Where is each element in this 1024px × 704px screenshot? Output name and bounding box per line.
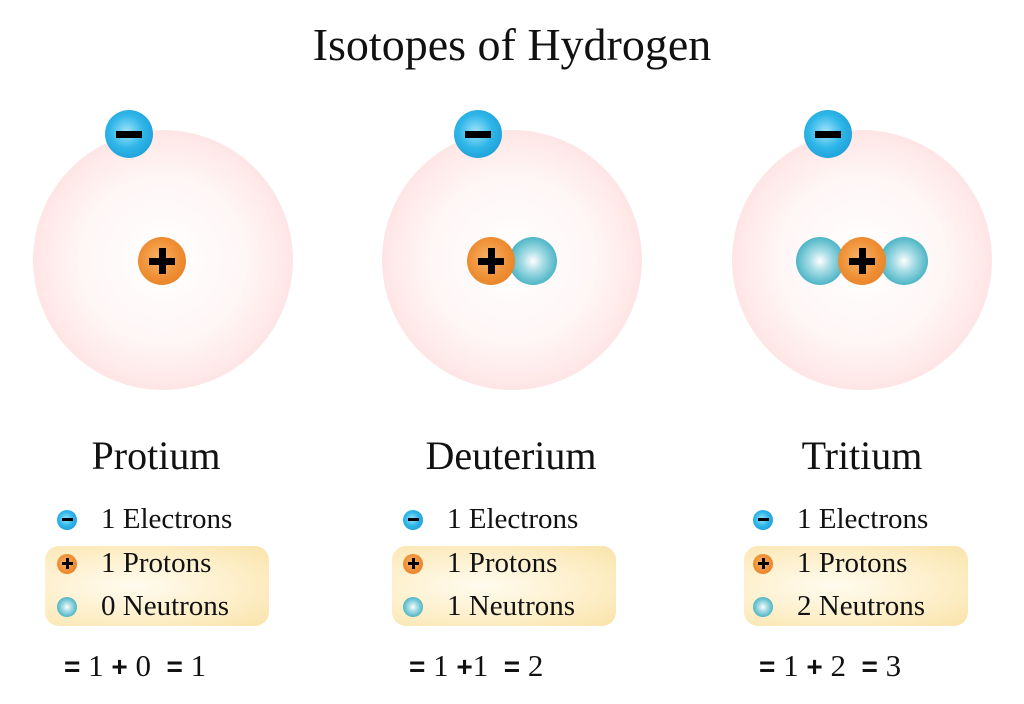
legend-highlight — [45, 546, 269, 626]
protons-label: 1 Protons — [797, 547, 908, 579]
electron-icon — [753, 509, 773, 530]
legend-electrons: 1 Electrons — [403, 503, 578, 536]
proton-icon — [403, 553, 423, 574]
neutron-icon — [57, 596, 77, 617]
electron-icon — [454, 110, 502, 158]
neutron-icon — [796, 237, 844, 285]
isotope-deuterium: Deuterium 1 Electrons 1 Protons 1 Neutro… — [345, 0, 685, 704]
neutron-icon — [403, 596, 423, 617]
neutron-icon — [509, 237, 557, 285]
proton-icon — [467, 237, 515, 285]
isotope-tritium: Tritium 1 Electrons 1 Protons 2 Neutrons… — [695, 0, 1024, 704]
proton-icon — [753, 553, 773, 574]
nucleus — [138, 237, 186, 285]
legend-neutrons: 2 Neutrons — [753, 590, 925, 623]
protons-label: 1 Protons — [447, 547, 558, 579]
electrons-label: 1 Electrons — [797, 503, 929, 535]
diagram-title: Isotopes of Hydrogen — [312, 19, 712, 70]
legend-protons: 1 Protons — [753, 547, 907, 580]
protons-label: 1 Protons — [101, 547, 212, 579]
proton-icon — [57, 553, 77, 574]
neutrons-label: 2 Neutrons — [797, 590, 926, 622]
mass-equation: = 1 + 0 = 1 — [64, 648, 207, 683]
electron-icon — [57, 509, 77, 530]
legend-highlight — [392, 546, 616, 626]
isotope-name: Protium — [91, 433, 221, 478]
isotope-name: Tritium — [801, 433, 923, 478]
electron-icon — [804, 110, 852, 158]
proton-icon — [138, 237, 186, 285]
electrons-label: 1 Electrons — [447, 503, 579, 535]
legend-neutrons: 0 Neutrons — [57, 590, 229, 623]
mass-equation: = 1 + 2 = 3 — [759, 648, 902, 683]
mass-equation: = 1 +1 = 2 — [409, 648, 544, 683]
legend-protons: 1 Protons — [403, 547, 557, 580]
electron-icon — [403, 509, 423, 530]
nucleus — [467, 237, 557, 285]
proton-icon — [838, 237, 886, 285]
neutron-icon — [753, 596, 773, 617]
legend-protons: 1 Protons — [57, 547, 211, 580]
isotope-protium: Protium 1 Electrons 1 Protons 0 Neutrons… — [0, 0, 340, 704]
legend-electrons: 1 Electrons — [753, 503, 928, 536]
neutron-icon — [880, 237, 928, 285]
neutrons-label: 1 Neutrons — [447, 590, 576, 622]
legend-neutrons: 1 Neutrons — [403, 590, 575, 623]
legend-electrons: 1 Electrons — [57, 503, 232, 536]
isotope-name: Deuterium — [425, 433, 597, 478]
legend-highlight — [744, 546, 968, 626]
electrons-label: 1 Electrons — [101, 503, 233, 535]
nucleus — [796, 237, 928, 285]
electron-icon — [105, 110, 153, 158]
neutrons-label: 0 Neutrons — [101, 590, 230, 622]
